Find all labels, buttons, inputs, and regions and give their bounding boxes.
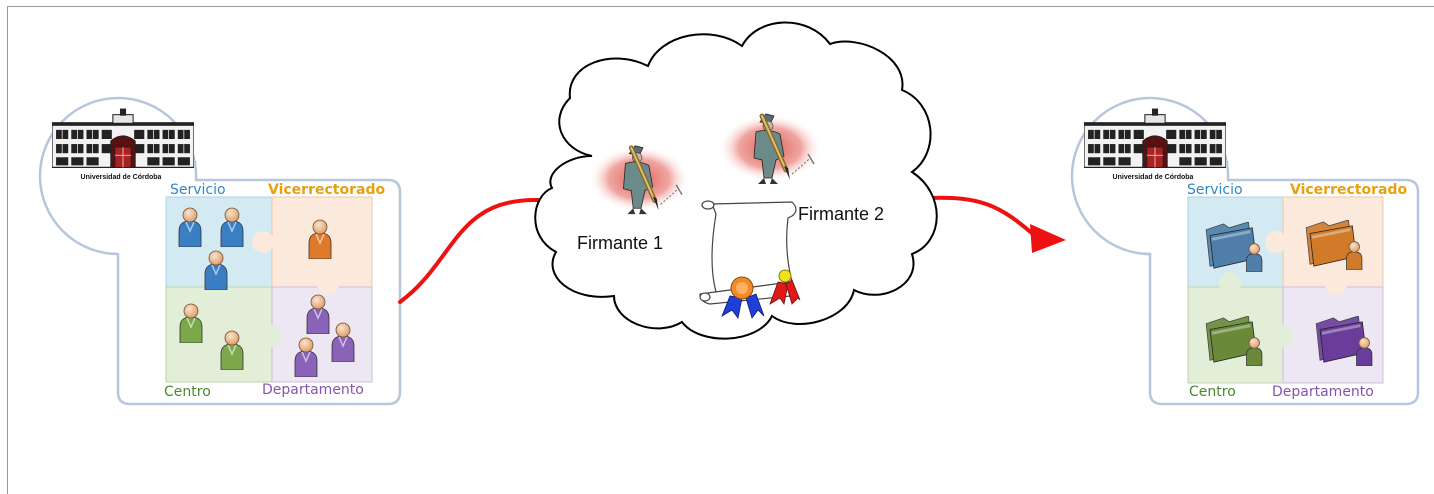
university-name: Universidad de Córdoba [81, 174, 162, 181]
vicerrectorado-label: Vicerrectorado [268, 182, 385, 198]
vicerrectorado-label: Vicerrectorado [1290, 182, 1407, 198]
signer-1-label: Firmante 1 [577, 233, 663, 253]
centro-label: Centro [1189, 384, 1236, 400]
award-ribbon-icon [721, 276, 765, 319]
org-structure-left: Universidad de Córdoba Servicio Vicerrec… [38, 96, 402, 406]
signing-cloud: Firmante 1 Firmante 2 [534, 21, 938, 340]
servicio-label: Servicio [1187, 182, 1243, 198]
org-structure-right: Universidad de Córdoba Servicio Vicerrec… [1070, 96, 1420, 406]
cloud-outline [534, 21, 938, 340]
connector-left [398, 197, 540, 304]
connector-right [926, 195, 1037, 238]
award-ribbon-icon [769, 269, 801, 306]
departamento-label: Departamento [1272, 384, 1374, 400]
servicio-label: Servicio [170, 182, 226, 198]
signer-2-label: Firmante 2 [798, 204, 884, 224]
departamento-label: Departamento [262, 382, 364, 398]
university-name: Universidad de Córdoba [1113, 174, 1194, 181]
arrow-head [1030, 224, 1066, 253]
centro-label: Centro [164, 384, 211, 400]
